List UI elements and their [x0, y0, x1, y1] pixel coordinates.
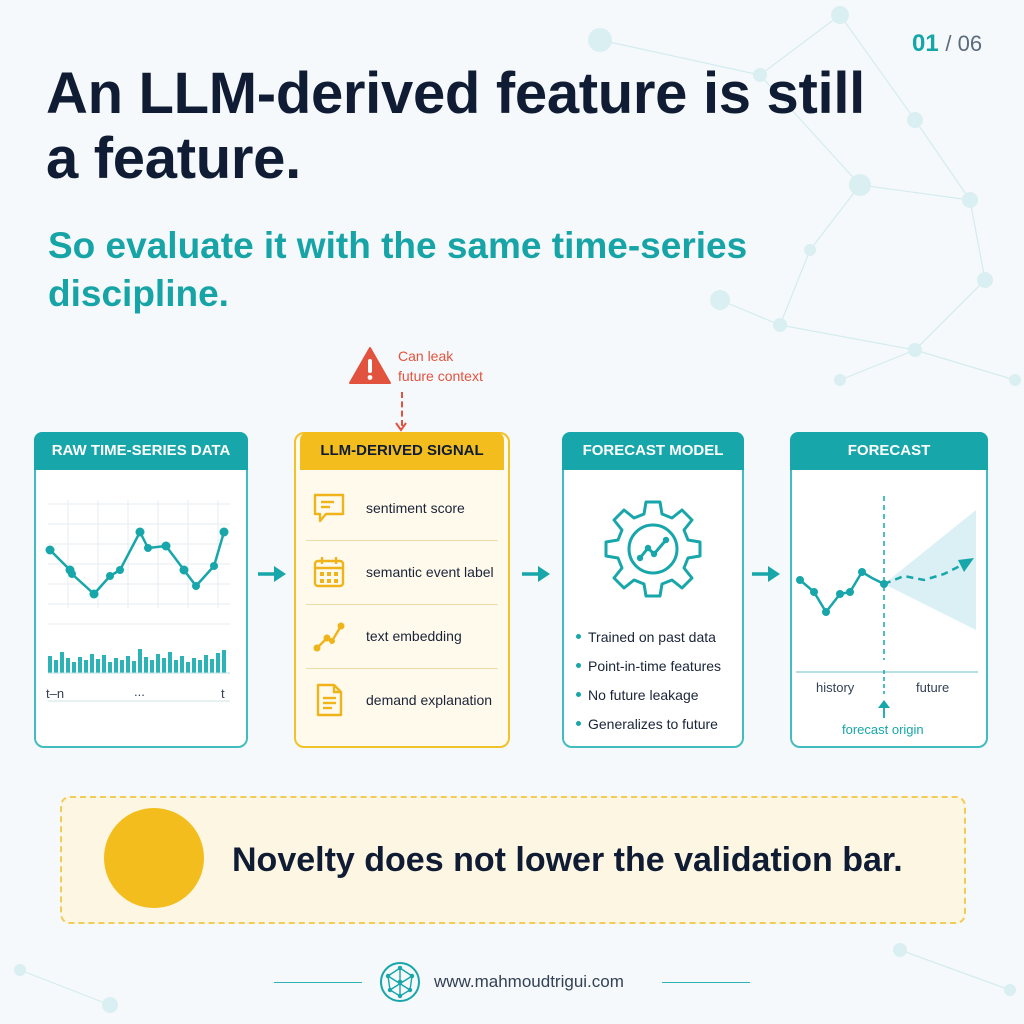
forecast-chart: [796, 496, 978, 718]
forecast-origin-label: forecast origin: [842, 722, 924, 737]
page-subtitle: So evaluate it with the same time-series…: [48, 225, 748, 315]
flow-arrow-3: [752, 566, 780, 582]
raw-axis-mid: ...: [134, 684, 145, 699]
model-principles-list: Trained on past data Point-in-time featu…: [576, 626, 721, 742]
calendar-icon: [313, 557, 345, 588]
model-point: Generalizes to future: [576, 713, 721, 742]
model-point: Trained on past data: [576, 626, 721, 655]
leak-warning-text: Can leak future context: [398, 346, 483, 386]
forecast-model-header: FORECAST MODEL: [562, 432, 744, 470]
signal-item-event: semantic event label: [304, 544, 498, 600]
signal-item-sentiment: sentiment score: [304, 480, 498, 536]
page-total: / 06: [945, 31, 983, 56]
footer-divider-left: [274, 982, 362, 983]
star-badge: [104, 808, 204, 908]
vector-nodes-icon: [313, 622, 345, 652]
raw-data-header: RAW TIME-SERIES DATA: [34, 432, 248, 470]
history-label: history: [816, 680, 855, 695]
gear-chart-icon: [604, 500, 702, 598]
flow-arrow-1: [258, 566, 286, 582]
forecast-model-card: [562, 432, 744, 748]
globe-network-icon: [380, 962, 420, 1002]
signal-label-event: semantic event label: [366, 564, 494, 580]
leak-connector: [401, 392, 403, 426]
future-label: future: [916, 680, 950, 695]
signal-label-explanation: demand explanation: [366, 692, 493, 708]
warning-triangle-icon: [349, 347, 391, 384]
signal-divider: [306, 668, 498, 669]
raw-data-card: [34, 432, 248, 748]
raw-axis-start: t–n: [46, 686, 65, 701]
signal-label-sentiment: sentiment score: [366, 500, 465, 516]
leak-warning-line1: Can leak: [398, 348, 454, 364]
page-counter: 01 / 06: [912, 30, 982, 58]
raw-data-chart: [45, 500, 230, 702]
takeaway-text: Novelty does not lower the validation ba…: [232, 841, 903, 879]
leak-warning-line2: future context: [398, 368, 483, 384]
forecast-header: FORECAST: [790, 432, 988, 470]
takeaway-banner: [60, 796, 966, 924]
raw-axis-end: t: [221, 686, 225, 701]
footer-website-link[interactable]: www.mahmoudtrigui.com: [434, 972, 624, 991]
signal-item-explanation: demand explanation: [304, 672, 498, 728]
leak-arrowhead: [395, 422, 407, 432]
signal-divider: [306, 604, 498, 605]
page-title: An LLM-derived feature is still a featur…: [46, 61, 865, 191]
signal-item-embedding: text embedding: [304, 608, 498, 664]
footer-divider-right: [662, 982, 750, 983]
model-point: No future leakage: [576, 684, 721, 713]
model-point: Point-in-time features: [576, 655, 721, 684]
flow-arrow-2: [522, 566, 550, 582]
chat-bubble-icon: [313, 493, 345, 523]
llm-signal-card: [294, 432, 510, 748]
document-icon: [316, 683, 343, 717]
llm-signal-header: LLM-DERIVED SIGNAL: [300, 432, 504, 470]
signal-label-embedding: text embedding: [366, 628, 462, 644]
signal-divider: [306, 540, 498, 541]
page-current: 01: [912, 30, 939, 57]
